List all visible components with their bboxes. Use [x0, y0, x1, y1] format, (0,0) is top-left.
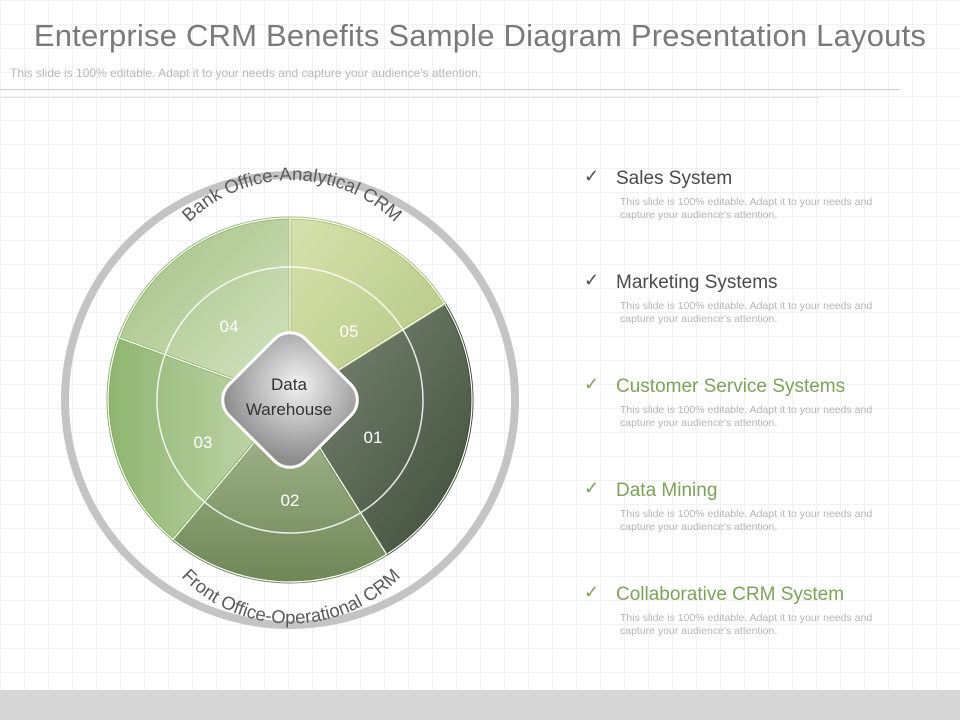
- list-item-title: Marketing Systems: [616, 272, 778, 293]
- segment-03-outline: [107, 336, 292, 541]
- check-icon: ✓: [584, 478, 600, 498]
- list-item-description: This slide is 100% editable. Adapt it to…: [620, 300, 873, 325]
- segment-number-04: 04: [220, 317, 239, 336]
- check-icon: ✓: [584, 270, 600, 290]
- center-label-line2: Warehouse: [246, 400, 332, 419]
- segment-01-outline: [289, 302, 473, 556]
- page-title: Enterprise CRM Benefits Sample Diagram P…: [33, 18, 927, 53]
- title-divider: [0, 89, 900, 90]
- outer-ring: [61, 171, 519, 629]
- list-item-title: Customer Service Systems: [616, 376, 846, 397]
- list-item-description: This slide is 100% editable. Adapt it to…: [620, 612, 873, 637]
- list-item-description: This slide is 100% editable. Adapt it to…: [620, 508, 873, 533]
- list-item-description: This slide is 100% editable. Adapt it to…: [620, 404, 873, 429]
- center-label-line1: Data: [271, 375, 307, 394]
- segment-number-01: 01: [364, 428, 383, 447]
- title-divider-secondary: [0, 97, 820, 98]
- segment-05-outline: [289, 217, 446, 402]
- segment-number-02: 02: [281, 491, 300, 510]
- center-diamond: [221, 331, 359, 469]
- list-item-title: Data Mining: [616, 480, 718, 501]
- inner-ring: [156, 266, 424, 534]
- check-icon: ✓: [584, 374, 600, 394]
- segment-02-outline: [172, 398, 388, 583]
- list-item-description: This slide is 100% editable. Adapt it to…: [620, 196, 873, 221]
- segment-number-05: 05: [340, 322, 359, 341]
- list-item-title: Collaborative CRM System: [616, 584, 845, 605]
- check-icon: ✓: [584, 166, 600, 186]
- list-item-title: Sales System: [616, 168, 733, 189]
- segment-number-03: 03: [194, 433, 213, 452]
- page-subtitle: This slide is 100% editable. Adapt it to…: [10, 66, 482, 80]
- check-icon: ✓: [584, 582, 600, 602]
- footer-bar: [0, 690, 960, 720]
- segment-04-outline: [118, 217, 291, 401]
